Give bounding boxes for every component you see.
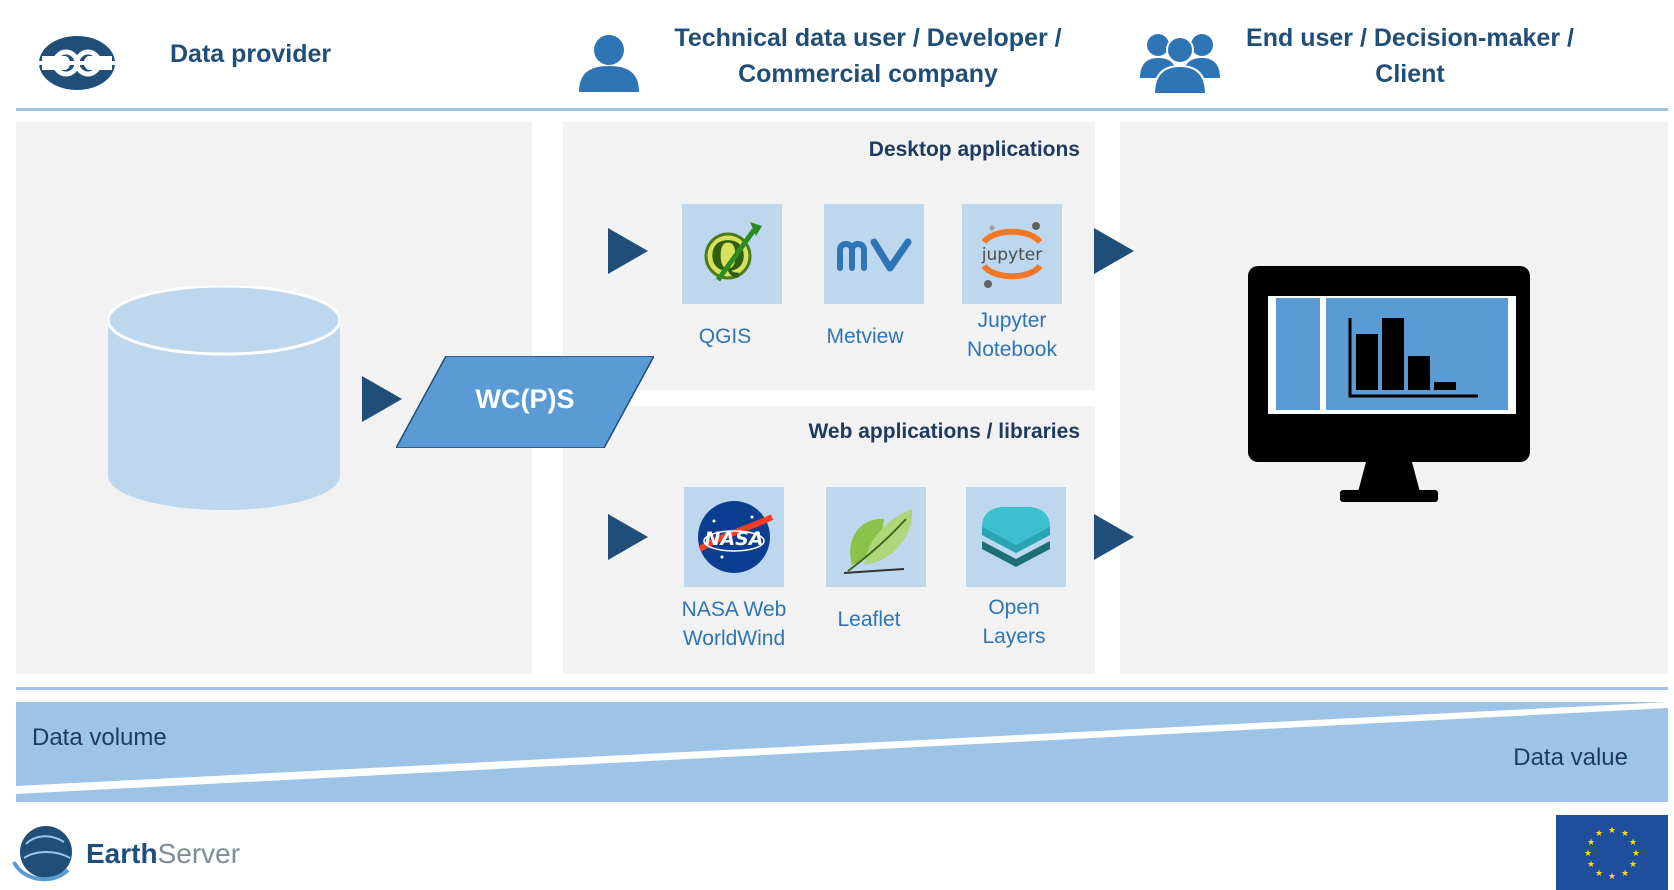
app-label-metview: Metview — [790, 322, 940, 351]
app-label-openlayers-line2: Layers — [982, 625, 1046, 648]
data-value-label: Data value — [1513, 744, 1628, 771]
wcps-label: WC(P)S — [475, 384, 575, 414]
web-section-title: Web applications / libraries — [808, 420, 1080, 443]
qgis-icon: Q — [682, 204, 782, 304]
app-label-nasa: NASA Web WorldWind — [659, 595, 809, 653]
wcps-service-shape — [396, 356, 654, 448]
earthserver-logo: EarthServer — [12, 824, 272, 884]
svg-text:NASA: NASA — [705, 528, 764, 550]
app-label-metview-line1: Metview — [826, 325, 904, 348]
svg-text:★: ★ — [1621, 829, 1629, 839]
leaflet-icon — [826, 487, 926, 587]
user-icon — [577, 34, 641, 92]
monitor-dashboard-icon — [1248, 266, 1530, 502]
svg-text:★: ★ — [1587, 860, 1595, 870]
app-label-qgis-line1: QGIS — [698, 325, 752, 348]
arrow-desktop-to-end-user — [1094, 228, 1134, 274]
arrow-to-service — [362, 376, 402, 422]
arrow-web-to-end-user — [1094, 514, 1134, 560]
technical-user-line2: Commercial company — [738, 60, 998, 88]
app-label-jupyter-line2: Notebook — [967, 338, 1057, 361]
app-label-jupyter-line1: Jupyter — [977, 309, 1047, 332]
openlayers-icon — [966, 487, 1066, 587]
svg-text:★: ★ — [1632, 849, 1640, 859]
eumetsat-logo-icon — [38, 34, 116, 92]
data-volume-label: Data volume — [32, 724, 167, 751]
end-user-line1: End user / Decision-maker / — [1246, 24, 1574, 52]
svg-text:★: ★ — [1608, 872, 1616, 882]
svg-text:★: ★ — [1595, 869, 1603, 879]
nasa-icon: NASA — [684, 487, 784, 587]
svg-text:jupyter: jupyter — [981, 245, 1042, 265]
data-provider-label: Data provider — [170, 40, 332, 68]
earthserver-globe-icon — [12, 826, 72, 882]
svg-text:Q: Q — [711, 233, 746, 280]
earthserver-wordmark: EarthServer — [86, 838, 240, 870]
app-label-openlayers: Open Layers — [939, 593, 1089, 651]
app-label-nasa-line2: WorldWind — [682, 627, 786, 650]
end-user-line2: Client — [1375, 60, 1445, 88]
users-group-icon — [1140, 28, 1220, 94]
band-divider — [16, 687, 1668, 690]
jupyter-icon: jupyter — [962, 204, 1062, 304]
eu-flag-icon: ★ ★ ★ ★ ★ ★ ★ ★ ★ ★ ★ ★ — [1556, 815, 1668, 890]
metview-icon — [824, 204, 924, 304]
svg-text:★: ★ — [1629, 838, 1637, 848]
desktop-section-title: Desktop applications — [868, 138, 1080, 161]
svg-text:★: ★ — [1587, 838, 1595, 848]
svg-text:★: ★ — [1584, 849, 1592, 859]
app-label-jupyter: Jupyter Notebook — [937, 306, 1087, 364]
earthserver-word-server: Server — [157, 838, 241, 869]
earthserver-word-earth: Earth — [86, 838, 158, 869]
svg-text:★: ★ — [1595, 829, 1603, 839]
database-icon — [108, 286, 340, 510]
volume-value-band — [16, 702, 1668, 802]
svg-text:★: ★ — [1621, 869, 1629, 879]
app-label-nasa-line1: NASA Web — [681, 598, 787, 621]
technical-user-line1: Technical data user / Developer / — [674, 24, 1062, 52]
arrow-into-web — [608, 514, 648, 560]
app-label-qgis: QGIS — [650, 322, 800, 351]
app-label-leaflet: Leaflet — [794, 605, 944, 634]
header-divider — [16, 108, 1668, 111]
app-label-openlayers-line1: Open — [988, 596, 1040, 619]
app-label-leaflet-line1: Leaflet — [837, 608, 901, 631]
svg-text:★: ★ — [1629, 860, 1637, 870]
technical-user-label: Technical data user / Developer / Commer… — [668, 20, 1068, 92]
arrow-into-desktop — [608, 228, 648, 274]
svg-text:★: ★ — [1608, 826, 1616, 836]
end-user-label: End user / Decision-maker / Client — [1235, 20, 1585, 92]
